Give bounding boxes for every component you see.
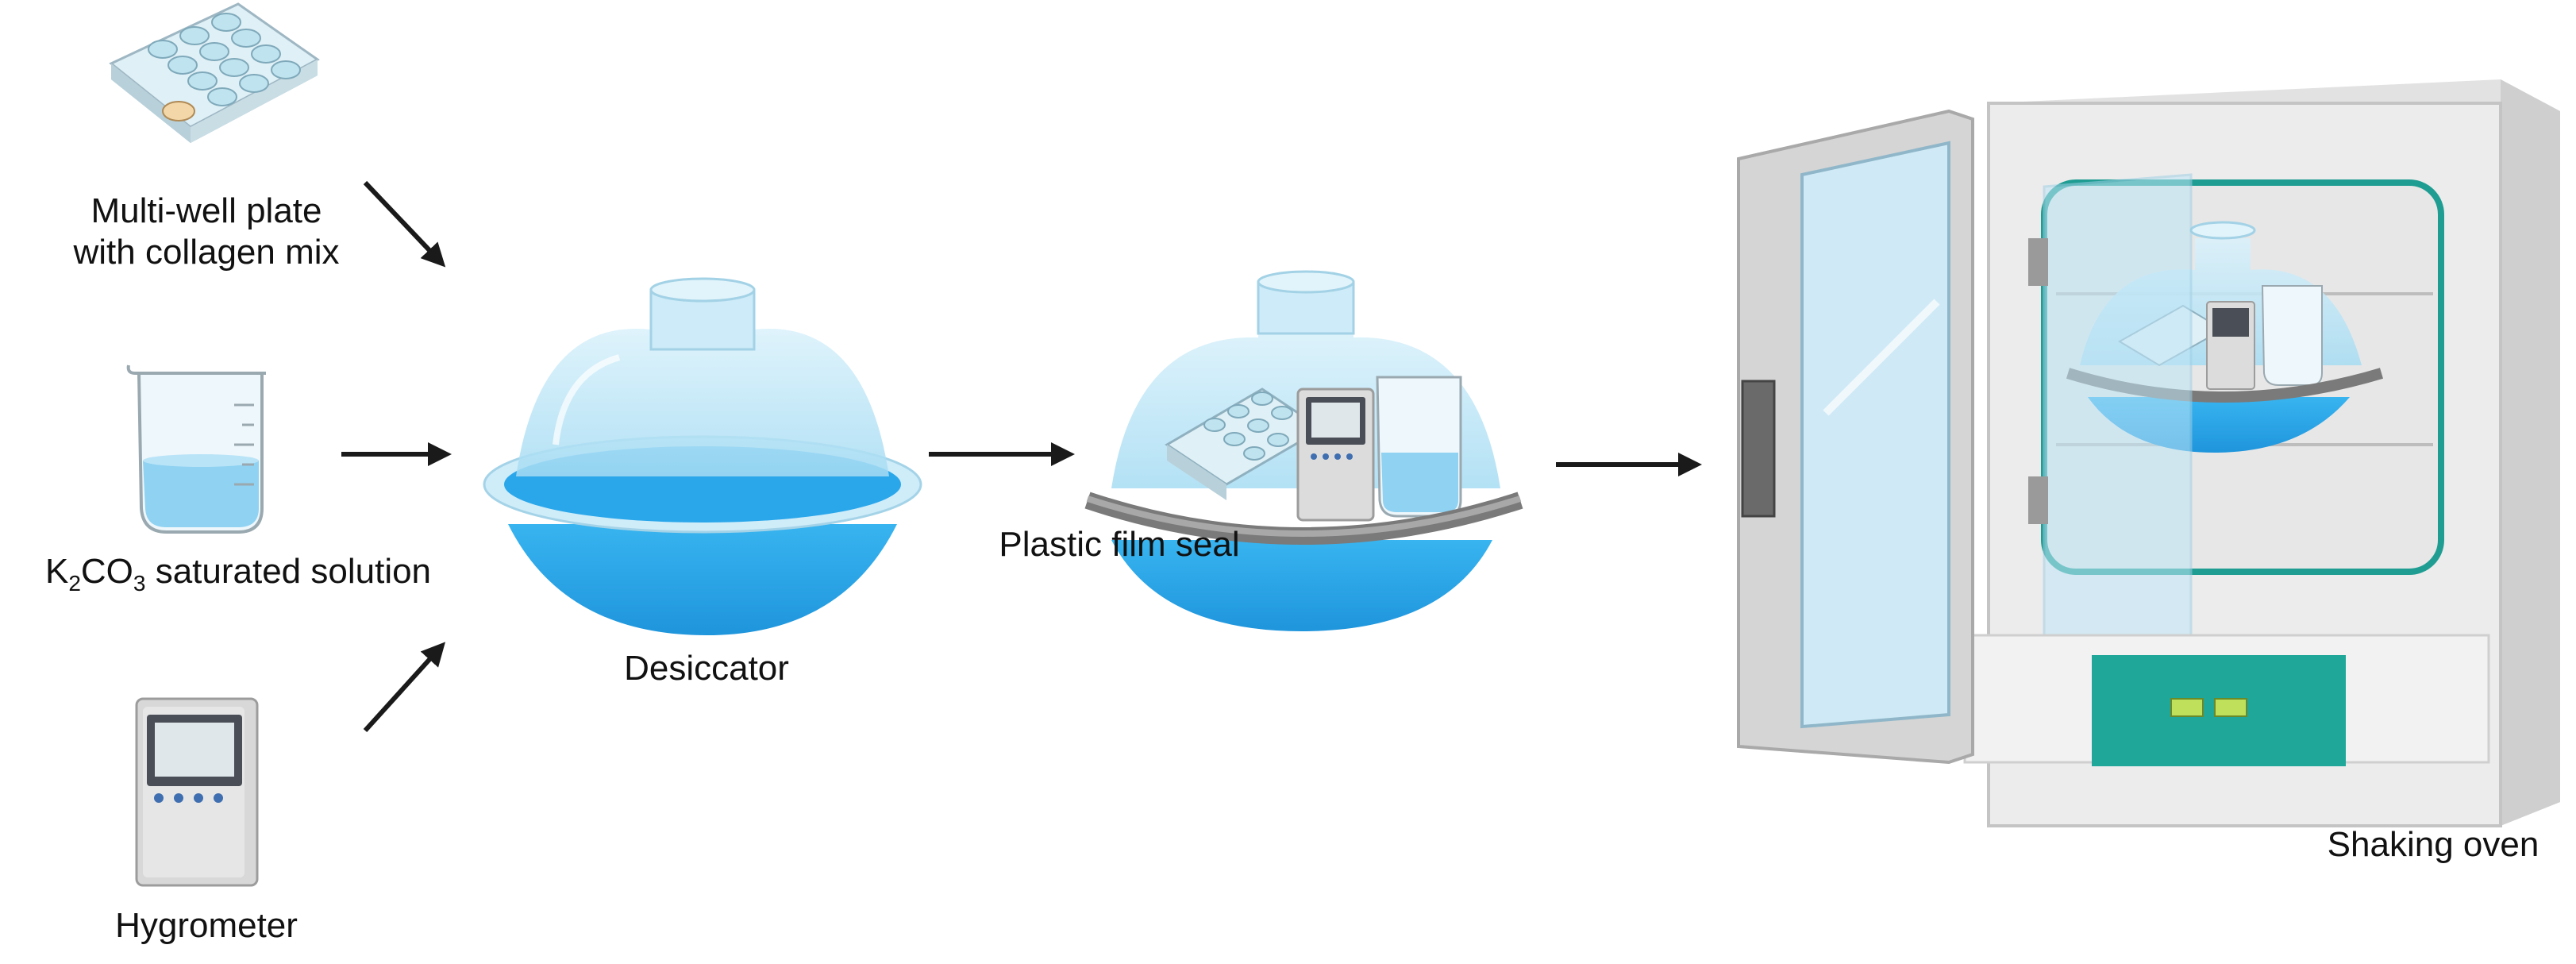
solution-label-co: CO (80, 552, 133, 591)
oven-label: Shaking oven (2327, 825, 2539, 864)
solution-label-rest: saturated solution (145, 552, 432, 591)
solution-label: K2CO3 saturated solution (16, 551, 460, 604)
hygrometer-icon (135, 697, 259, 887)
arrow-hygrometer-to-desiccator (363, 642, 446, 733)
plate-label-line1: Multi-well plate (90, 191, 322, 230)
sealed-desiccator-icon (1084, 270, 1523, 631)
hygrometer-label: Hygrometer (115, 906, 298, 945)
multi-well-plate-icon (109, 2, 320, 143)
beaker-icon (126, 364, 266, 534)
solution-label-sub2: 3 (133, 571, 146, 596)
desiccator-label: Desiccator (624, 649, 789, 688)
plate-label: Multi-well plate with collagen mix (32, 191, 381, 273)
solution-label-k: K (44, 552, 69, 591)
plate-label-line2: with collagen mix (73, 233, 340, 272)
film-seal-label: Plastic film seal (999, 525, 1240, 564)
shaking-oven-icon (1737, 79, 2560, 827)
desiccator-icon (483, 277, 922, 635)
arrow-plate-to-desiccator (363, 180, 446, 268)
solution-label-sub1: 2 (68, 571, 81, 596)
